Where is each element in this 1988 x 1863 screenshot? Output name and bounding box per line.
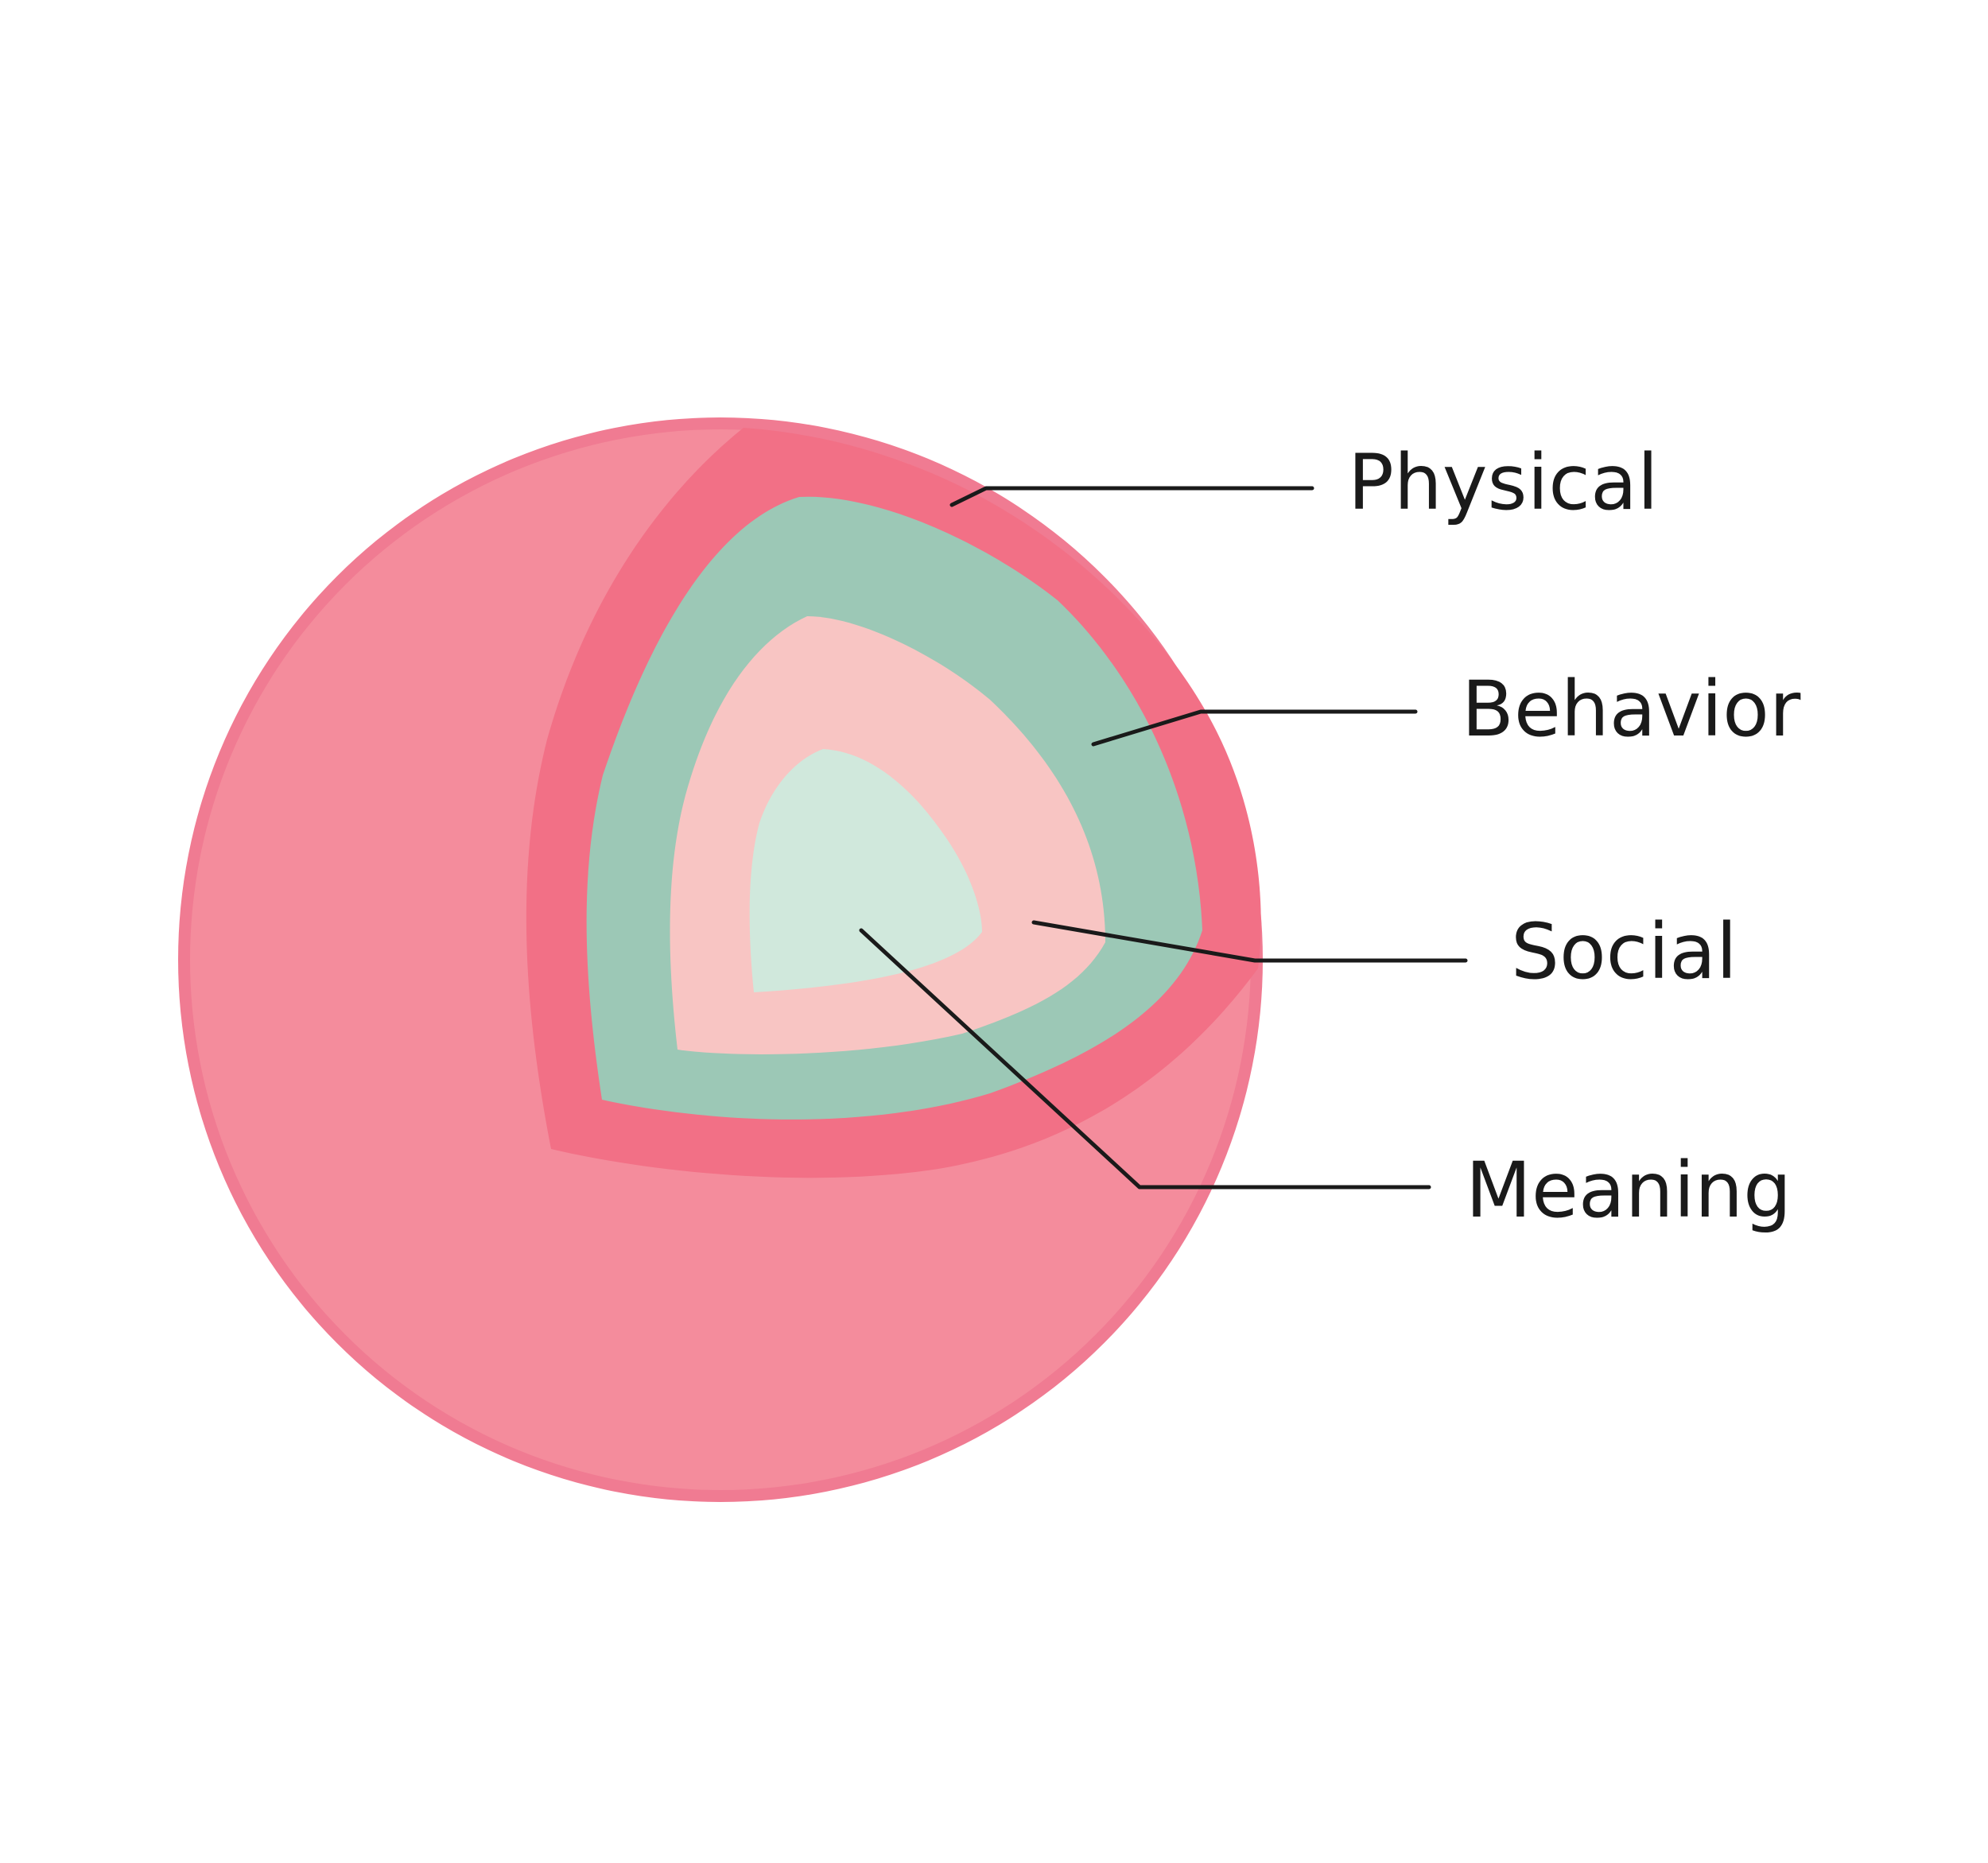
label-social: Social [1511,907,1738,996]
leader-lines [859,486,1468,1190]
leader-line-meaning [859,928,1431,1190]
layer-labels: Physical Behavior Social Meaning [1348,438,1801,1235]
leader-line-physical [949,486,1314,507]
label-physical: Physical [1348,438,1659,527]
label-meaning: Meaning [1466,1146,1792,1235]
leader-line-behavior [1091,709,1418,747]
leader-line-social [1031,920,1468,963]
layer-meaning [749,749,982,992]
label-behavior: Behavior [1462,665,1801,754]
